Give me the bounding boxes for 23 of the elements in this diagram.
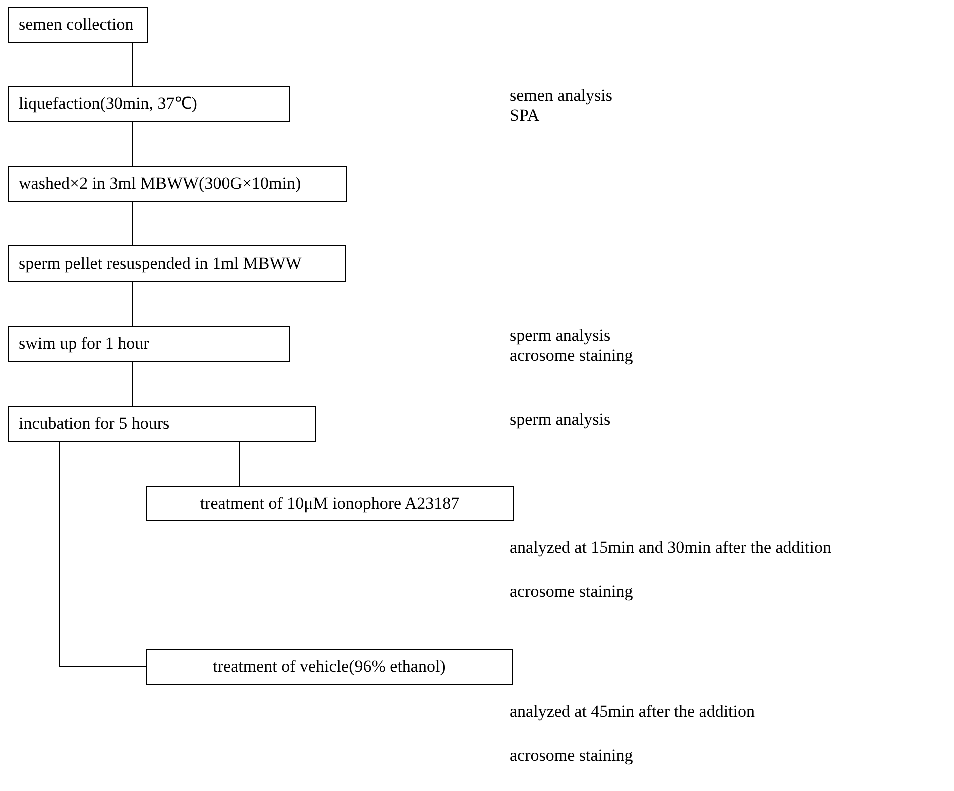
note-text: analyzed at 15min and 30min after the addition [510, 538, 832, 558]
process-box: liquefaction(30min, 37℃) [8, 86, 290, 122]
note-text: acrosome staining [510, 746, 634, 766]
process-box: sperm pellet resuspended in 1ml MBWW [8, 245, 346, 282]
process-box: washed×2 in 3ml MBWW(300G×10min) [8, 166, 347, 202]
connector-line [60, 442, 146, 668]
note-text: sperm analysis [510, 326, 611, 346]
note-text: analyzed at 45min after the addition [510, 702, 755, 722]
process-box: swim up for 1 hour [8, 326, 290, 362]
process-box: incubation for 5 hours [8, 406, 316, 442]
connector-line [132, 202, 134, 246]
connector-line [132, 282, 134, 326]
process-box: treatment of 10μM ionophore A23187 [146, 486, 514, 521]
connector-line [132, 362, 134, 406]
connector-line [132, 42, 134, 86]
note-text: sperm analysis [510, 410, 611, 430]
note-text: acrosome staining [510, 346, 634, 366]
note-text: SPA [510, 106, 540, 126]
process-box: semen collection [8, 7, 148, 43]
note-text: acrosome staining [510, 582, 634, 602]
process-box: treatment of vehicle(96% ethanol) [146, 649, 513, 685]
note-text: semen analysis [510, 86, 612, 106]
connector-line [132, 122, 134, 166]
